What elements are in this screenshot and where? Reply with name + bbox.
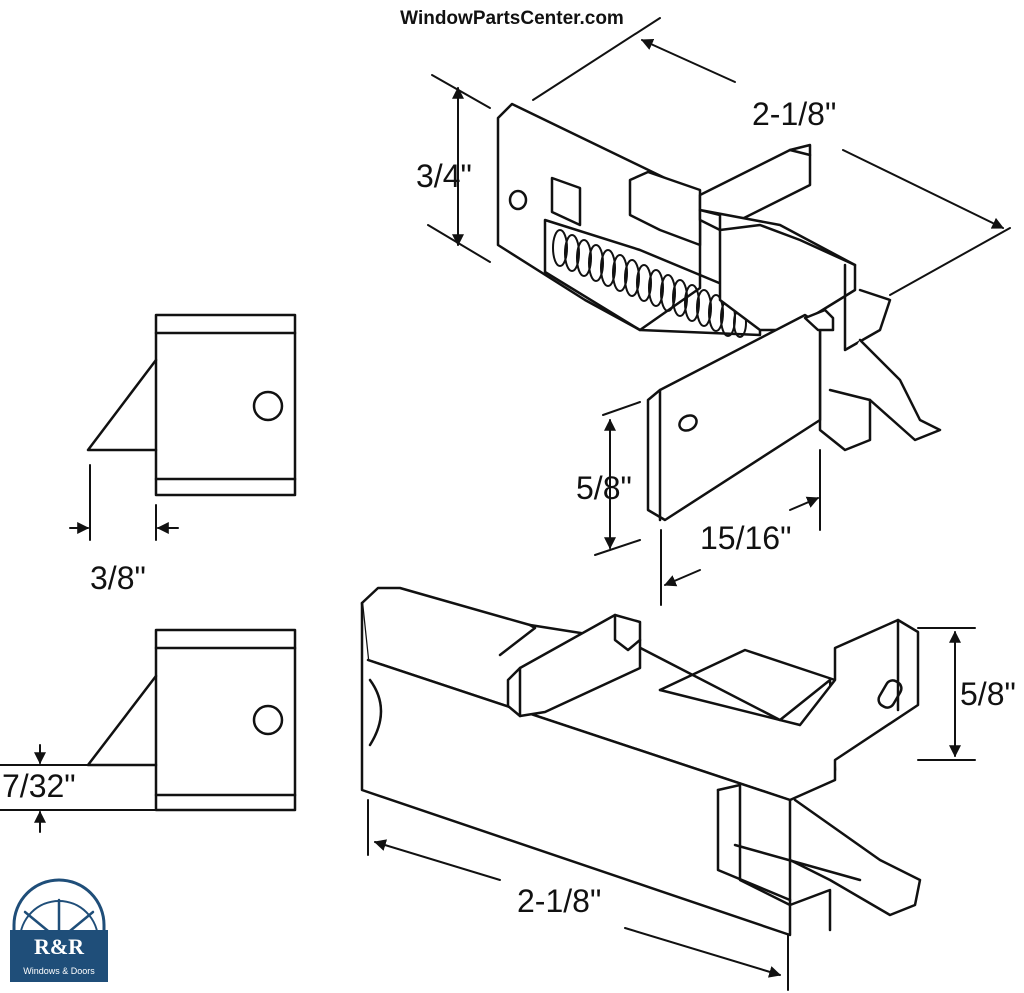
side-view-upper <box>86 313 297 497</box>
dim-top-height <box>427 74 491 263</box>
dim-top-width <box>532 17 1011 296</box>
label-top-height: 3/4" <box>416 158 472 194</box>
label-plate-width: 15/16" <box>700 520 792 556</box>
dim-plate-height <box>594 401 641 556</box>
site-title: WindowPartsCenter.com <box>400 8 624 29</box>
label-bottom-height: 5/8" <box>960 676 1016 712</box>
logo-brand: R&R <box>33 934 85 959</box>
label-side-depth: 3/8" <box>90 560 146 596</box>
dim-bottom-width <box>367 799 789 991</box>
latch-top-view <box>496 102 942 522</box>
side-view-lower <box>86 628 297 812</box>
dim-side-depth <box>69 464 179 541</box>
latch-bottom-view <box>360 586 922 937</box>
dim-bottom-height <box>917 627 976 761</box>
dim-plate-width <box>660 449 821 606</box>
dim-side-offset <box>0 744 157 833</box>
logo-tagline: Windows & Doors <box>23 966 95 976</box>
label-side-offset: 7/32" <box>2 768 76 804</box>
label-bottom-width: 2-1/8" <box>517 883 602 919</box>
label-plate-height: 5/8" <box>576 470 632 506</box>
rr-logo <box>10 878 108 982</box>
label-top-width: 2-1/8" <box>752 96 837 132</box>
